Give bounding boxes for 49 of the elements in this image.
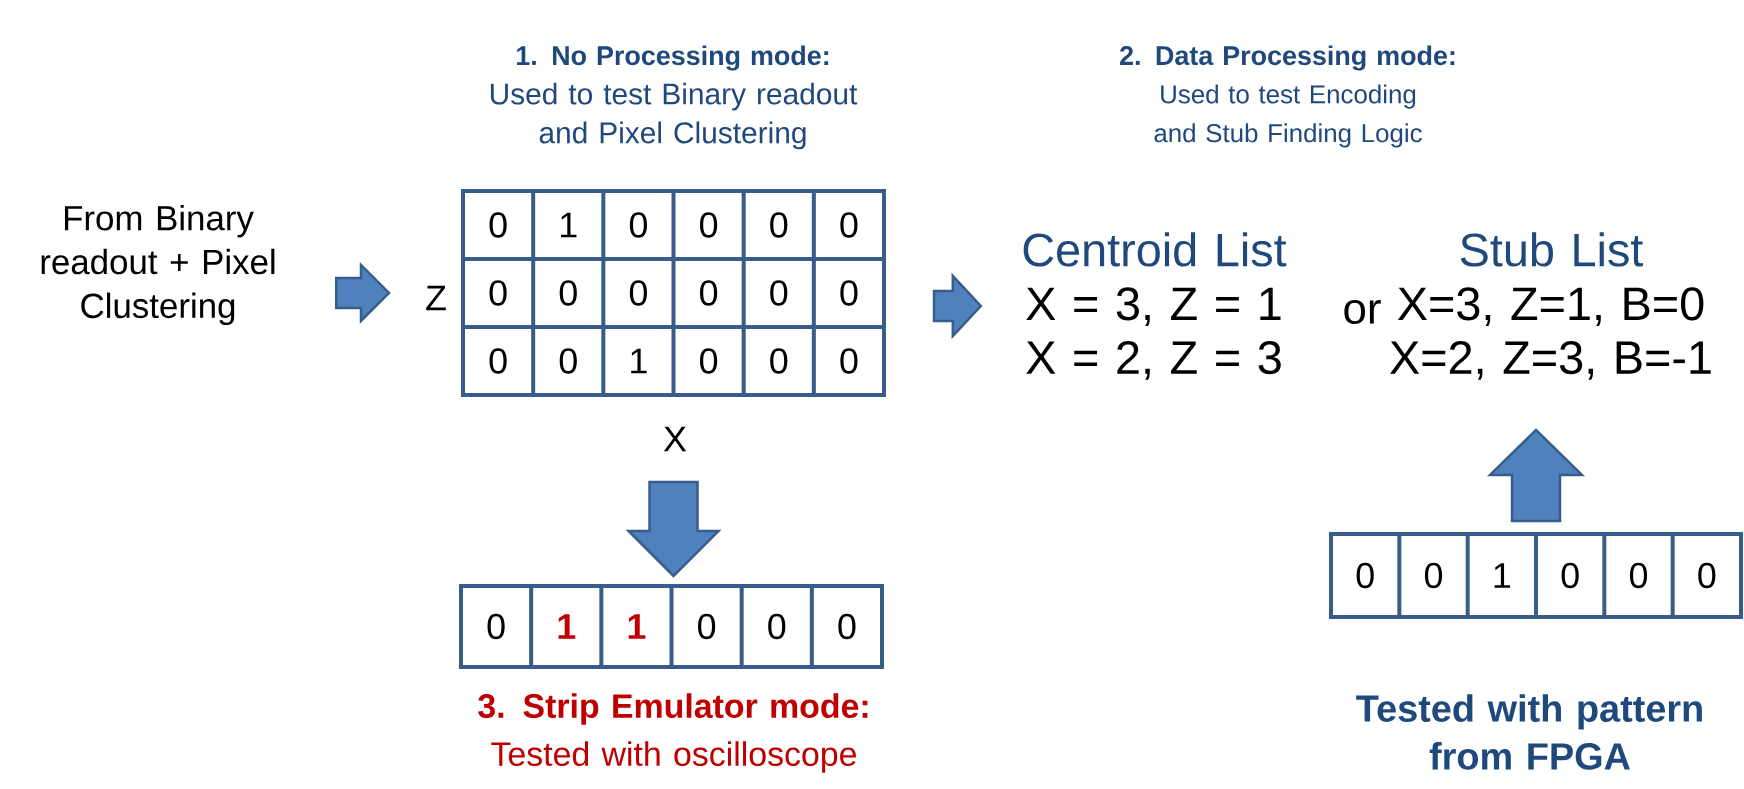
block-arrow bbox=[1486, 428, 1586, 523]
table-cell: 0 bbox=[770, 280, 788, 306]
table-cell: 0 bbox=[700, 348, 718, 374]
table-cell: 0 bbox=[1629, 562, 1648, 589]
table-cell: 1 bbox=[558, 614, 576, 639]
table-cell: 0 bbox=[489, 280, 507, 306]
conjunction-text: or bbox=[1344, 300, 1381, 324]
table-cell: 0 bbox=[559, 348, 577, 374]
table-cell: 0 bbox=[840, 212, 858, 238]
stub-list: Stub List X=3, Z=1, B=0 X=2, Z=3, B=-1 bbox=[1390, 232, 1711, 380]
table-cell: 0 bbox=[1424, 562, 1443, 589]
table-cell: 0 bbox=[770, 212, 788, 238]
table-cell: 1 bbox=[561, 212, 577, 238]
table-cell: 1 bbox=[1494, 563, 1511, 588]
table-cell: 0 bbox=[629, 212, 647, 238]
table-cell: 0 bbox=[840, 280, 858, 306]
source-text: From Binary readout + Pixel Clustering bbox=[41, 204, 275, 326]
table-cell: 0 bbox=[698, 613, 716, 640]
test-note: Tested with pattern from FPGA bbox=[1356, 694, 1702, 770]
table-cell: 1 bbox=[631, 348, 647, 374]
table-cell: 0 bbox=[1698, 562, 1716, 589]
table-cell: 0 bbox=[700, 212, 718, 238]
mode-description: Used to test Encoding and Stub Finding Logic bbox=[1154, 84, 1422, 148]
table-cell: 0 bbox=[629, 280, 647, 306]
block-arrow bbox=[932, 272, 983, 340]
axis-label: X bbox=[663, 426, 687, 452]
mode-description: Tested with oscilloscope bbox=[491, 741, 856, 773]
table-cell: 0 bbox=[768, 613, 786, 640]
table-cell: 0 bbox=[487, 613, 505, 640]
bit-strip bbox=[459, 584, 884, 669]
bit-grid-table bbox=[461, 189, 886, 397]
table-cell: 0 bbox=[770, 348, 788, 374]
bit-strip bbox=[1329, 532, 1743, 619]
table-cell: 0 bbox=[1561, 562, 1579, 589]
mode-description: Used to test Binary readout and Pixel Clustering bbox=[490, 82, 858, 150]
table-cell: 0 bbox=[489, 212, 507, 238]
table-cell: 0 bbox=[700, 280, 718, 306]
mode-heading: 1. No Processing mode: bbox=[517, 45, 829, 71]
centroid-list: Centroid List X = 3, Z = 1 X = 2, Z = 3 bbox=[1023, 232, 1287, 380]
block-arrow bbox=[334, 261, 391, 324]
table-cell: 0 bbox=[838, 613, 856, 640]
table-cell: 0 bbox=[840, 348, 858, 374]
table-cell: 0 bbox=[489, 348, 507, 374]
table-cell: 0 bbox=[1356, 562, 1374, 589]
mode-heading: 2. Data Processing mode: bbox=[1120, 45, 1455, 71]
axis-label: Z bbox=[426, 285, 446, 311]
block-arrow bbox=[625, 480, 722, 578]
table-cell: 1 bbox=[628, 614, 646, 639]
table-cell: 0 bbox=[559, 280, 577, 306]
